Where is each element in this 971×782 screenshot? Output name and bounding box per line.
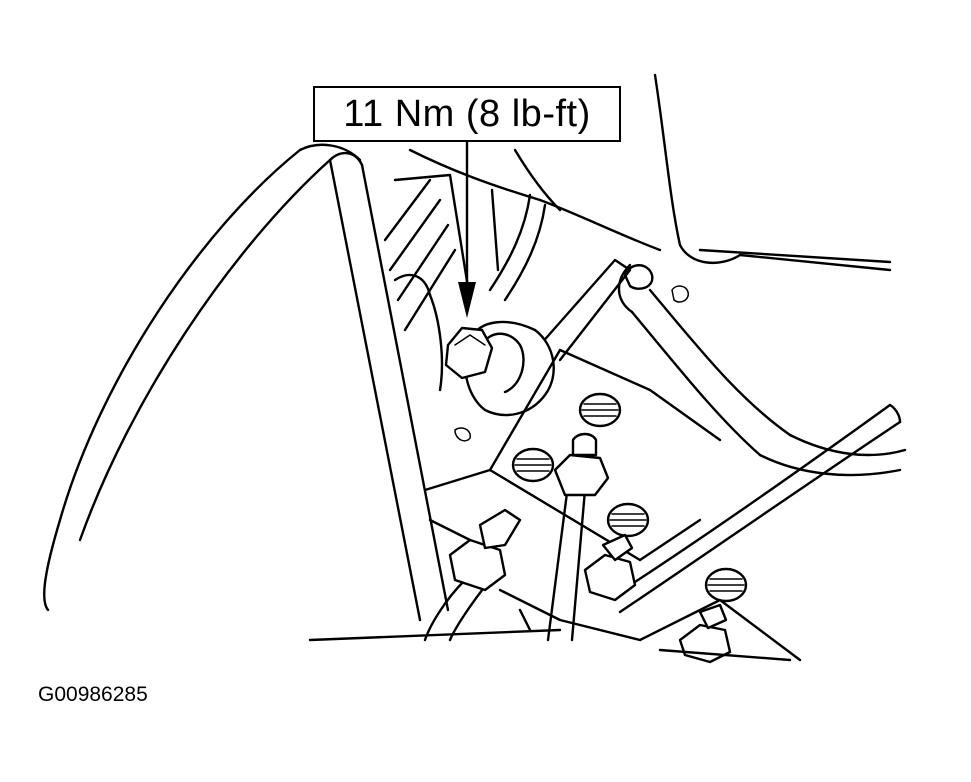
port-3: [606, 502, 650, 538]
body-panel-left: [43, 143, 362, 612]
torque-spec-label: 11 Nm (8 lb-ft): [343, 92, 591, 135]
mounting-plate: [617, 263, 907, 477]
frame-ribs: [383, 173, 547, 392]
mounting-bolt: [444, 258, 632, 417]
brake-line-right: [583, 403, 902, 614]
port-4: [704, 567, 748, 603]
brake-line-left: [423, 508, 522, 642]
support-strut: [328, 151, 450, 622]
lower-frame: [308, 628, 792, 662]
brake-line-center: [546, 432, 610, 642]
brake-line-ports: [511, 392, 748, 603]
callout-leader-arrow: [458, 140, 476, 318]
port-2: [511, 447, 555, 483]
upper-bracket: [408, 73, 892, 272]
port-1: [578, 392, 622, 428]
brake-lines: [423, 403, 902, 664]
figure-id: G00986285: [38, 683, 148, 706]
torque-spec-callout: 11 Nm (8 lb-ft): [313, 86, 621, 142]
